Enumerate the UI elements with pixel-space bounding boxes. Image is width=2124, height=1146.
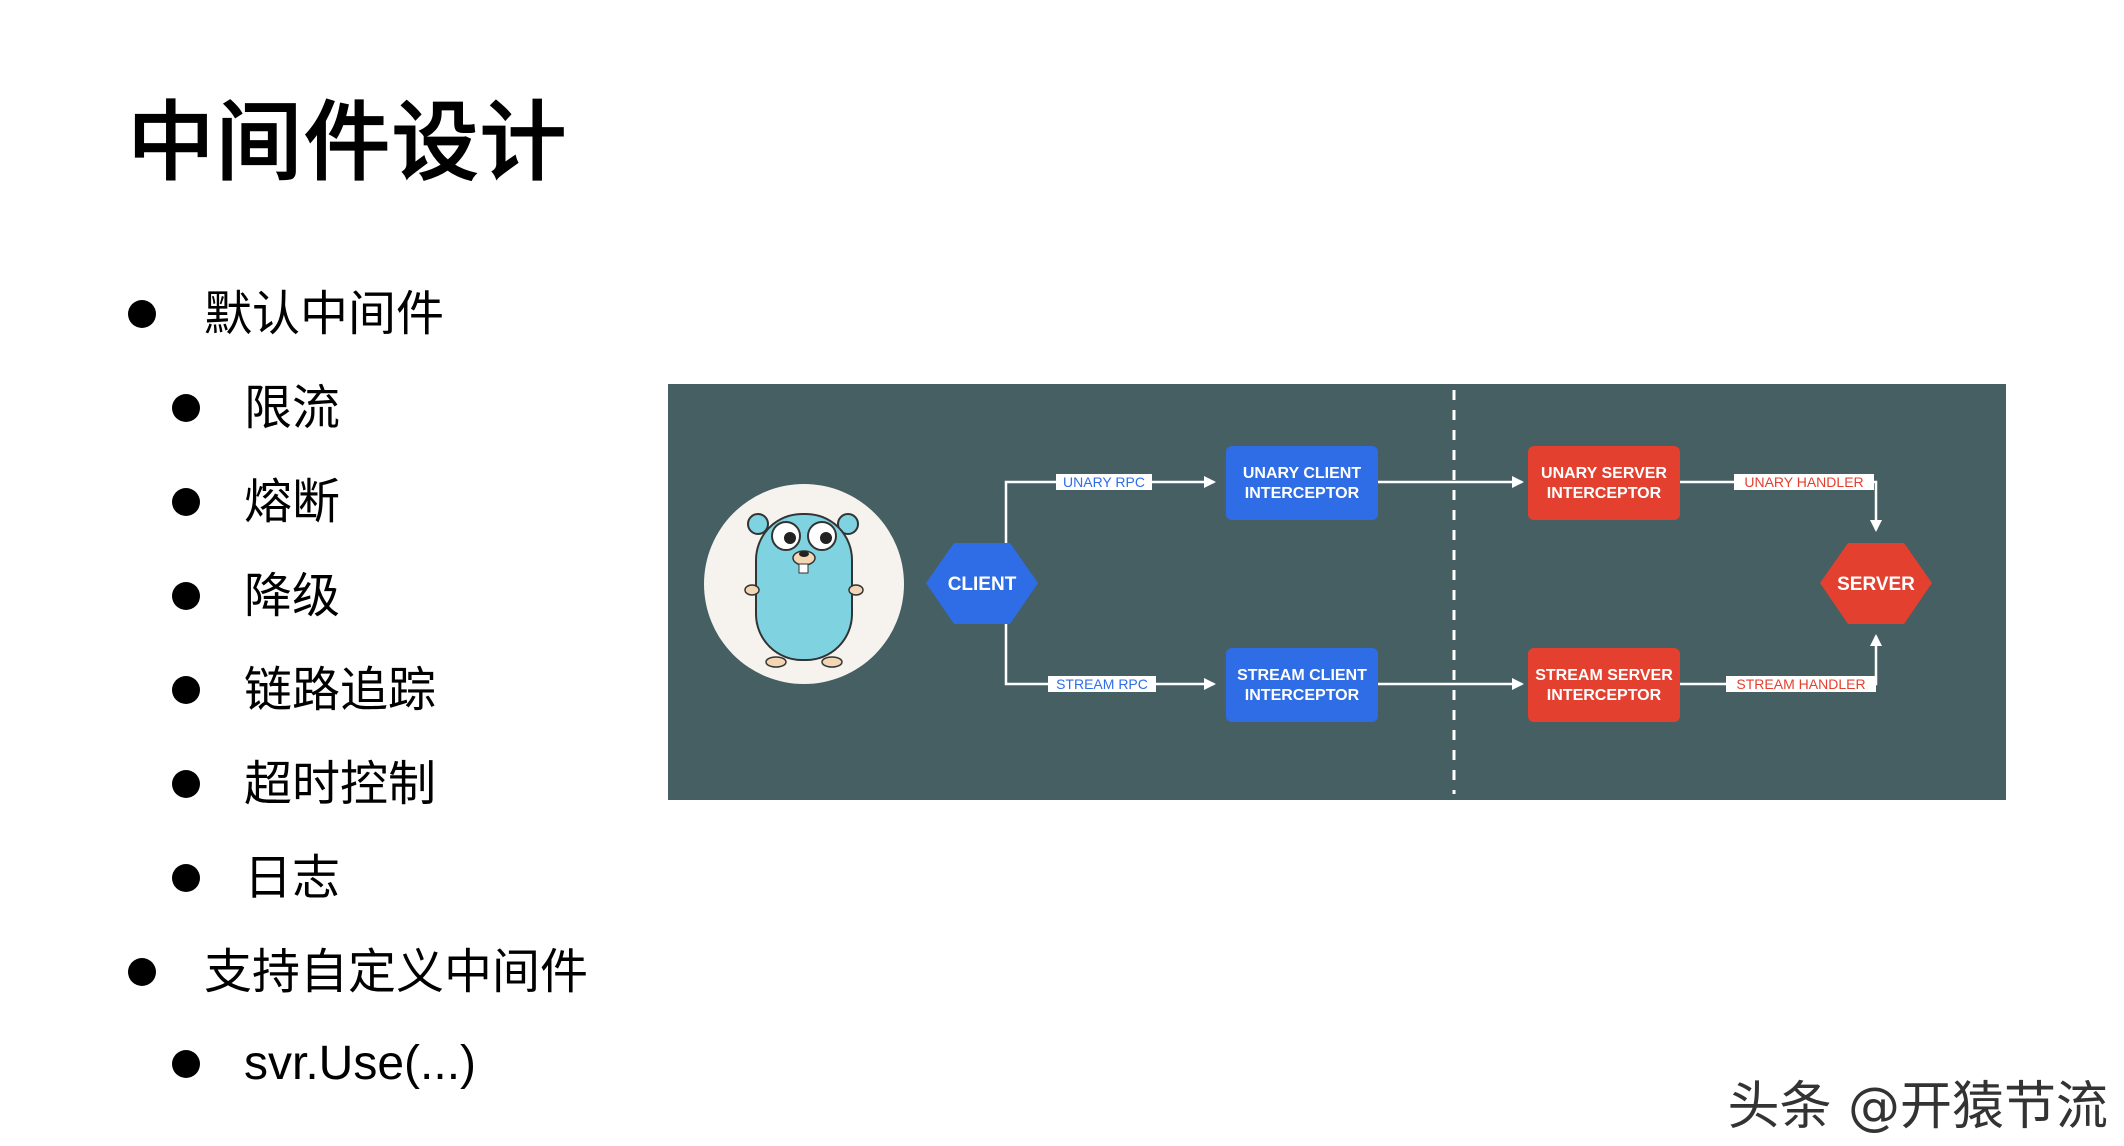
gopher-icon [704,484,904,684]
watermark-text: 头条 @开猿节流 [1727,1077,2108,1137]
bullet-text: 支持自定义中间件 [204,944,589,1000]
bullet-dot [172,488,200,516]
bullet-text: 默认中间件 [204,286,445,342]
stream-rpc-tag: STREAM RPC [1048,676,1156,692]
interceptor-line-2: INTERCEPTOR [1245,485,1360,502]
bullet-text: 链路追踪 [244,662,437,718]
bullet-use-call: svr.Use(...) [172,1040,476,1088]
watermark: 头条 @开猿节流 [1727,1064,2108,1139]
bullet-dot [128,958,156,986]
unary-handler-tag: UNARY HANDLER [1734,474,1874,490]
bullet-rate-limit: 限流 [172,384,340,432]
bullet-text: 超时控制 [244,756,437,812]
bullet-circuit-breaker: 熔断 [172,478,340,526]
bullet-dot [172,676,200,704]
bullet-dot [172,864,200,892]
interceptor-line-1: UNARY CLIENT [1243,465,1361,482]
bullet-text: svr.Use(...) [244,1037,477,1090]
unary-server-interceptor: UNARY SERVER INTERCEPTOR [1528,446,1680,520]
bullet-dot [172,1050,200,1078]
bullet-logging: 日志 [172,854,340,902]
bullet-degrade: 降级 [172,572,340,620]
stream-server-interceptor: STREAM SERVER INTERCEPTOR [1528,648,1680,722]
interceptor-line-1: STREAM SERVER [1535,667,1673,684]
bullet-dot [172,582,200,610]
server-node: SERVER [1820,543,1932,624]
bullet-default-middleware: 默认中间件 [128,290,444,338]
client-label: CLIENT [948,574,1017,595]
bullet-dot [172,394,200,422]
bullet-text: 熔断 [244,474,341,530]
interceptor-line-2: INTERCEPTOR [1245,687,1360,704]
interceptor-line-1: STREAM CLIENT [1237,667,1367,684]
stream-client-interceptor: STREAM CLIENT INTERCEPTOR [1226,648,1378,722]
bullet-text: 降级 [244,568,341,624]
interceptor-line-2: INTERCEPTOR [1547,485,1662,502]
bullet-text: 日志 [244,850,341,906]
unary-rpc-label: UNARY RPC [1063,474,1145,490]
bullet-timeout: 超时控制 [172,760,436,808]
interceptor-diagram: CLIENT SERVER UNARY RPC STREAM RPC UNARY… [668,384,2006,800]
client-node: CLIENT [926,543,1038,624]
bullet-tracing: 链路追踪 [172,666,436,714]
page-title: 中间件设计 [128,93,568,193]
server-label: SERVER [1837,574,1915,595]
bullet-dot [172,770,200,798]
unary-rpc-tag: UNARY RPC [1056,474,1152,490]
unary-client-interceptor: UNARY CLIENT INTERCEPTOR [1226,446,1378,520]
bullet-text: 限流 [244,380,341,436]
interceptor-line-2: INTERCEPTOR [1547,687,1662,704]
stream-handler-label: STREAM HANDLER [1736,676,1865,692]
bullet-dot [128,300,156,328]
stream-handler-tag: STREAM HANDLER [1726,676,1876,692]
interceptor-line-1: UNARY SERVER [1541,465,1667,482]
unary-handler-label: UNARY HANDLER [1744,474,1863,490]
bullet-custom-middleware: 支持自定义中间件 [128,948,588,996]
stream-rpc-label: STREAM RPC [1056,676,1148,692]
